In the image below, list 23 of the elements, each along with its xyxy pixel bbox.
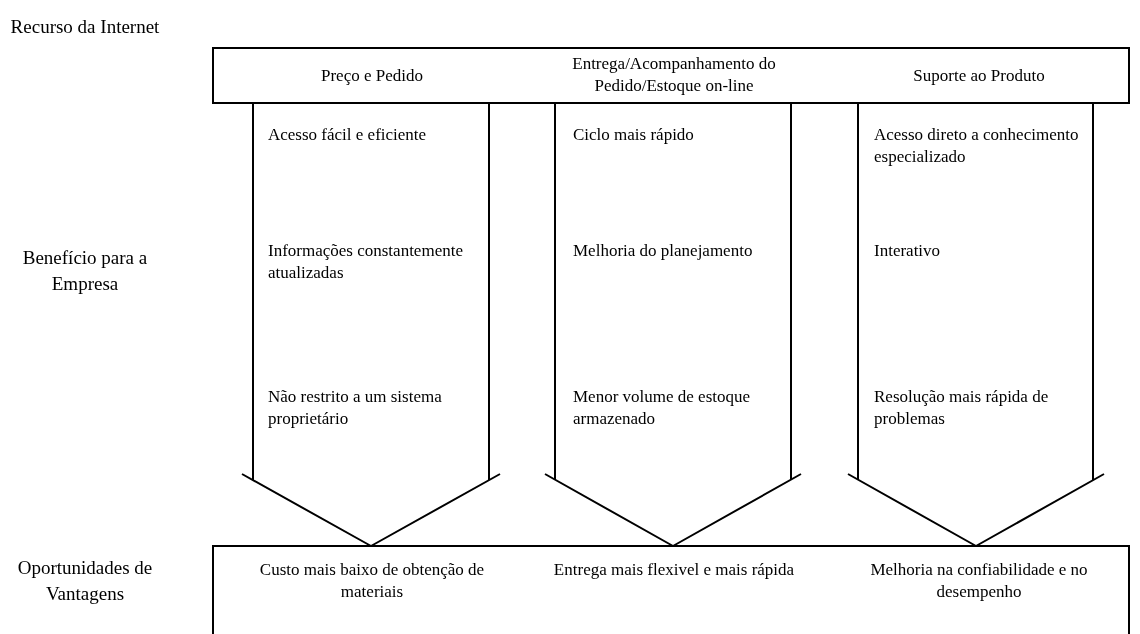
down-arrow-shape bbox=[242, 104, 500, 546]
benefit-text: Interativo bbox=[874, 240, 942, 262]
benefit-text: Menor volume de estoque armazenado bbox=[573, 386, 752, 430]
benefit-text: Não restrito a um sistema proprietário bbox=[268, 386, 443, 430]
advantage-text: Entrega mais flexivel e mais rápida bbox=[552, 559, 796, 581]
benefit-text: Melhoria do planejamento bbox=[573, 240, 754, 262]
column-heading: Preço e Pedido bbox=[320, 65, 424, 87]
benefit-text: Ciclo mais rápido bbox=[573, 124, 695, 146]
row-label: Benefício para a Empresa bbox=[21, 246, 149, 296]
advantage-text: Custo mais baixo de obtenção de materiais bbox=[258, 559, 486, 603]
benefit-text: Informações constantemente atualizadas bbox=[268, 240, 464, 284]
benefit-text: Acesso fácil e eficiente bbox=[268, 124, 428, 146]
header-band bbox=[212, 47, 1130, 104]
row-label: Recurso da Internet bbox=[9, 15, 161, 39]
down-arrow-shape bbox=[848, 104, 1104, 546]
column-heading: Entrega/Acompanhamento do Pedido/Estoque on-line bbox=[571, 53, 777, 97]
column-heading: Suporte ao Produto bbox=[912, 65, 1046, 87]
benefit-text: Resolução mais rápida de problemas bbox=[874, 386, 1050, 430]
advantage-text: Melhoria na confiabilidade e no desempenho bbox=[869, 559, 1089, 603]
benefit-text: Acesso direto a conhecimento especializado bbox=[874, 124, 1080, 168]
down-arrow-shape bbox=[545, 104, 801, 546]
row-label: Oportunidades de Vantagens bbox=[16, 556, 154, 606]
footer-band bbox=[212, 545, 1130, 634]
